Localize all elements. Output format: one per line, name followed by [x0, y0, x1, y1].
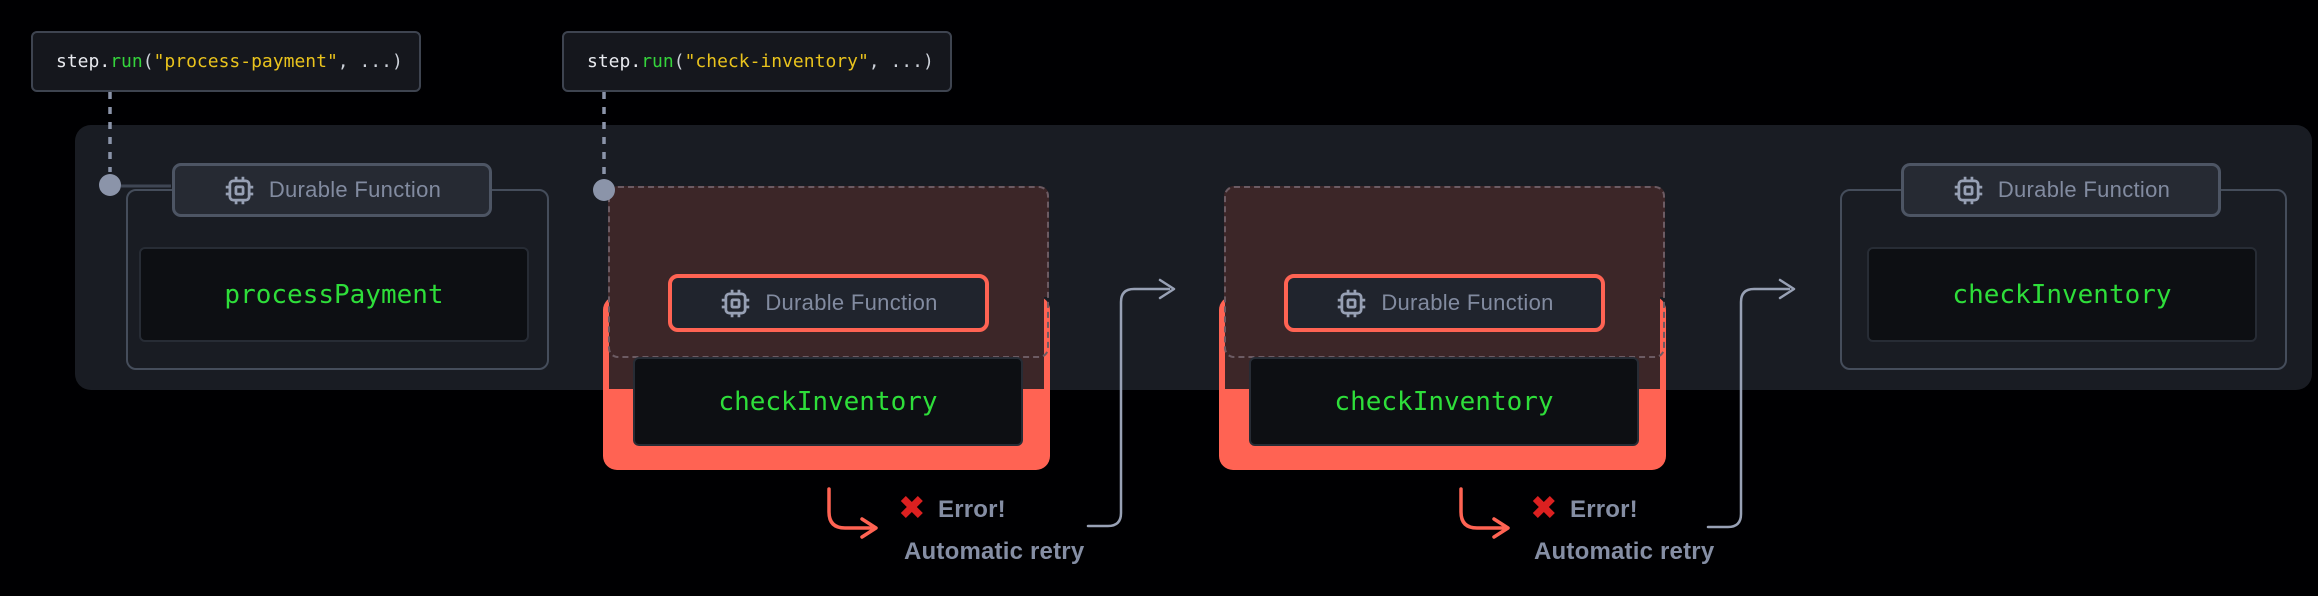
- code-token-method: run: [110, 51, 143, 72]
- badge-label: Durable Function: [268, 177, 442, 202]
- code-token-dot: .: [99, 51, 111, 72]
- durable-function-badge-2: Durable Function: [668, 274, 989, 332]
- automatic-retry-label: Automatic retry: [1534, 538, 1715, 565]
- code-token-string: "process-payment": [153, 51, 338, 72]
- code-token-object: step: [587, 51, 631, 72]
- function-name: checkInventory: [718, 386, 938, 417]
- function-name-box-1: processPayment: [139, 247, 529, 342]
- automatic-retry-label: Automatic retry: [904, 538, 1085, 565]
- function-name-box-2: checkInventory: [633, 357, 1023, 446]
- durable-function-badge-4: Durable Function: [1901, 163, 2221, 217]
- code-label-check-inventory: step.run("check-inventory", ...): [562, 31, 952, 92]
- function-name: checkInventory: [1334, 386, 1554, 417]
- code-token-close: , ...): [337, 51, 403, 72]
- cpu-chip-icon: [1338, 289, 1366, 317]
- error-arrow-2: [1459, 487, 1510, 539]
- function-name-box-3: checkInventory: [1249, 357, 1639, 446]
- code-token-close: , ...): [868, 51, 934, 72]
- function-name: checkInventory: [1952, 279, 2172, 310]
- durable-function-badge-3: Durable Function: [1284, 274, 1605, 332]
- cpu-chip-icon: [1954, 176, 1983, 204]
- code-token-paren: (: [673, 51, 685, 72]
- function-name: processPayment: [224, 279, 444, 310]
- error-label: Error!: [1570, 496, 1638, 523]
- cpu-chip-icon: [225, 176, 254, 204]
- code-token-object: step: [56, 51, 100, 72]
- error-x-icon: ✖: [898, 488, 926, 527]
- badge-label: Durable Function: [765, 290, 938, 315]
- durable-function-badge-1: Durable Function: [172, 163, 492, 217]
- error-label: Error!: [938, 496, 1006, 523]
- ghost-attempt-outline-1: [608, 186, 1049, 358]
- badge-label: Durable Function: [1381, 290, 1554, 315]
- ghost-attempt-outline-2: [1224, 186, 1665, 358]
- code-token-string: "check-inventory": [684, 51, 869, 72]
- error-x-icon: ✖: [1530, 488, 1558, 527]
- cpu-chip-icon: [722, 289, 750, 317]
- error-arrow-1: [827, 487, 878, 539]
- code-token-method: run: [641, 51, 674, 72]
- code-label-process-payment: step.run("process-payment", ...): [31, 31, 421, 92]
- code-token-dot: .: [630, 51, 642, 72]
- badge-label: Durable Function: [1997, 177, 2171, 202]
- code-token-paren: (: [142, 51, 154, 72]
- function-name-box-4: checkInventory: [1867, 247, 2257, 342]
